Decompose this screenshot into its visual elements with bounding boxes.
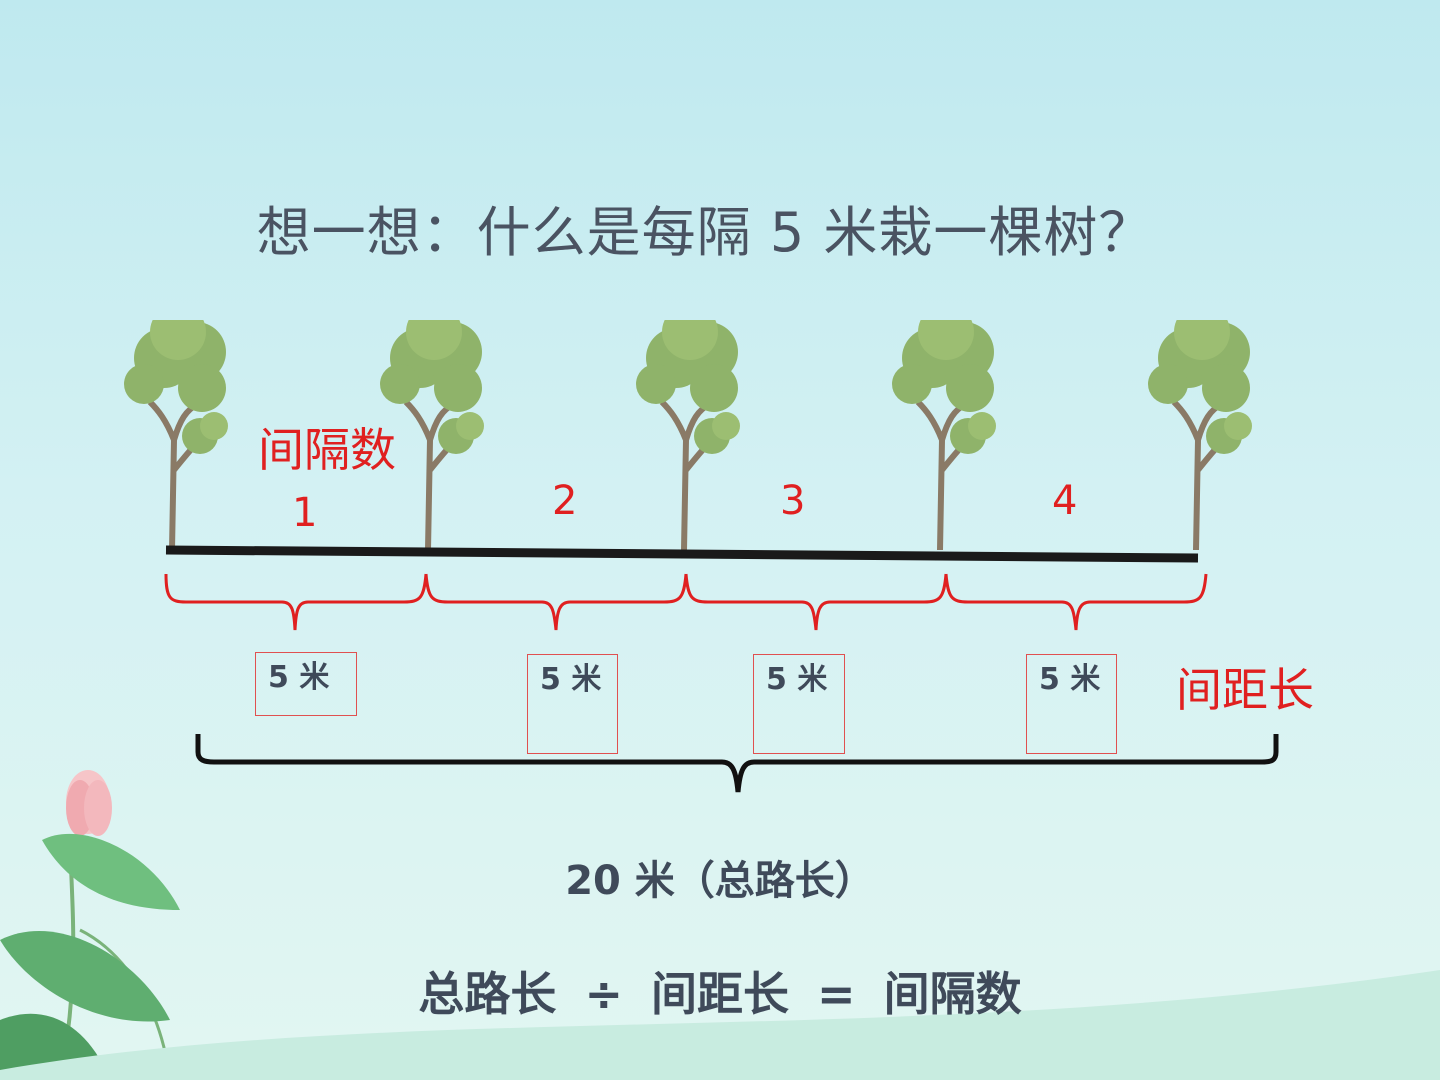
formula-interval-length: 间距长 xyxy=(651,967,789,1021)
tree-icon xyxy=(1148,320,1252,550)
formula-interval-count: 间隔数 xyxy=(883,967,1022,1021)
interval-braces xyxy=(164,573,1208,631)
interval-count-label: 间隔数 xyxy=(258,423,396,477)
interval-number: 4 xyxy=(1052,478,1078,524)
formula: 总路长 ÷ 间距长 = 间隔数 xyxy=(0,958,1440,1024)
formula-equals: = xyxy=(817,967,856,1021)
interval-number: 3 xyxy=(780,478,806,524)
bottom-wave xyxy=(0,970,1440,1080)
tree-icon xyxy=(892,320,996,550)
tree-icon xyxy=(636,320,740,550)
distance-box: 5 米 xyxy=(753,654,845,754)
distance-box: 5 米 xyxy=(1026,654,1117,754)
tree-row xyxy=(0,320,1440,563)
formula-divide: ÷ xyxy=(584,967,623,1021)
page-title: 想一想：什么是每隔 5 米栽一棵树？ xyxy=(256,201,1154,264)
interval-number: 1 xyxy=(292,490,318,536)
formula-total-length: 总路长 xyxy=(418,967,557,1021)
road-line xyxy=(165,545,1199,563)
distance-box: 5 米 xyxy=(255,652,357,716)
interval-length-label: 间距长 xyxy=(1176,663,1314,717)
distance-box: 5 米 xyxy=(527,654,618,754)
total-length-label: 20 米（总路长） xyxy=(565,858,875,904)
tree-icon xyxy=(124,320,228,550)
total-brace xyxy=(195,734,1279,793)
interval-number: 2 xyxy=(552,478,578,524)
